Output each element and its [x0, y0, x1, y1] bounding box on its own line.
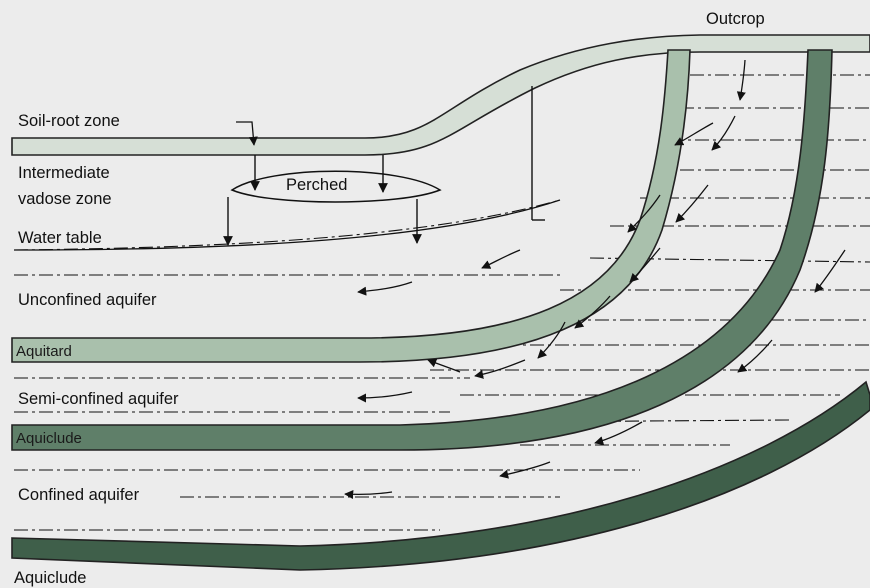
unconfined-aquifer-label: Unconfined aquifer	[18, 291, 157, 309]
semi-confined-aquifer-label: Semi-confined aquifer	[18, 390, 179, 408]
perched-water-lens	[230, 170, 442, 203]
aquitard-layer	[11, 49, 691, 363]
aquiclude-upper-layer	[11, 49, 833, 451]
aquiclude-upper-label: Aquiclude	[16, 430, 82, 447]
flow-arrows	[344, 59, 846, 500]
aquiclude-lower-label: Aquiclude	[14, 569, 86, 587]
aquiclude-lower-layer	[11, 380, 870, 571]
water-table-line	[13, 199, 561, 251]
perched-label: Perched	[286, 176, 347, 194]
soil-root-zone-label: Soil-root zone	[18, 112, 120, 130]
aquitard-label: Aquitard	[16, 343, 72, 360]
intermediate-vadose-label-line2: vadose zone	[18, 190, 112, 208]
outcrop-label: Outcrop	[706, 10, 765, 28]
infiltration-arrows	[223, 86, 545, 246]
soil-root-zone-layer	[11, 34, 870, 156]
confined-aquifer-label: Confined aquifer	[18, 486, 140, 504]
water-table-label: Water table	[18, 229, 102, 247]
intermediate-vadose-label-line1: Intermediate	[18, 164, 110, 182]
